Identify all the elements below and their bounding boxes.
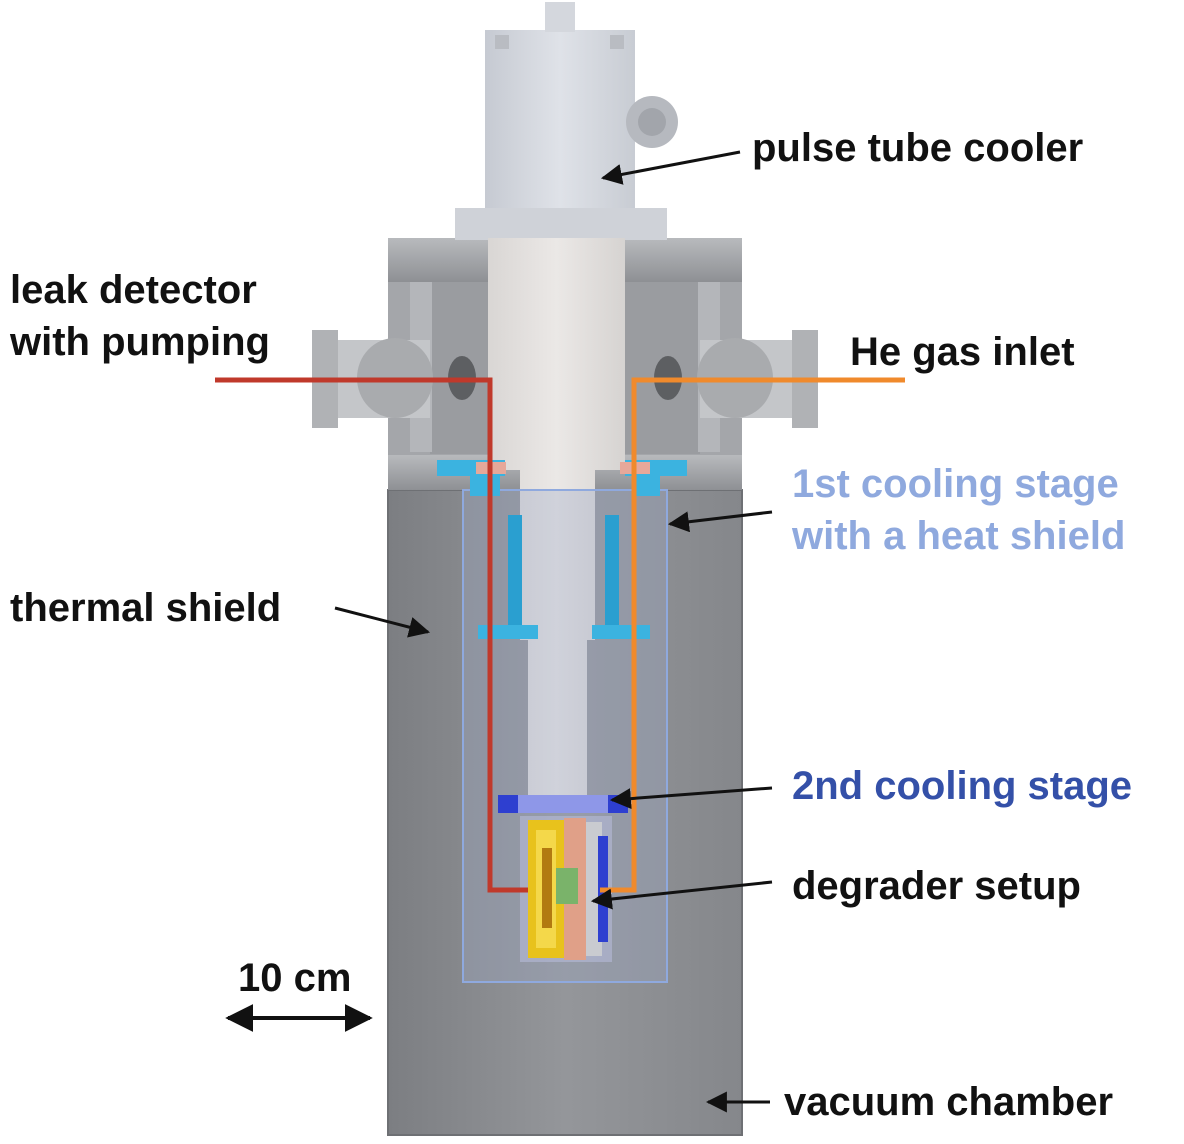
cooler-head (485, 30, 635, 210)
label-first-cooling-stage-line2: with a heat shield (792, 514, 1126, 558)
label-first-cooling-stage: 1st cooling stage with a heat shield (792, 458, 1125, 562)
label-he-gas-inlet: He gas inlet (850, 330, 1075, 374)
label-leak-detector: leak detector with pumping (10, 264, 270, 368)
arrow-thermal-shield (334, 606, 431, 638)
arrow-first-stage (667, 510, 773, 533)
leak-detector-line (215, 377, 528, 893)
label-second-cooling-stage: 2nd cooling stage (792, 764, 1133, 808)
he-gas-line (600, 377, 905, 893)
label-leak-detector-line2: with pumping (10, 320, 270, 364)
arrow-second-stage (609, 786, 773, 810)
label-vacuum-chamber: vacuum chamber (784, 1080, 1114, 1124)
degrader-assembly (520, 816, 612, 962)
label-pulse-tube-cooler: pulse tube cooler (752, 126, 1084, 170)
arrow-degrader (590, 880, 773, 910)
arrow-pulse-tube (600, 150, 741, 185)
label-first-cooling-stage-line1: 1st cooling stage (792, 462, 1119, 506)
label-thermal-shield: thermal shield (10, 586, 282, 630)
cold-head (488, 238, 625, 795)
label-degrader-setup: degrader setup (792, 864, 1081, 908)
label-scale-bar: 10 cm (238, 956, 352, 1000)
label-leak-detector-line1: leak detector (10, 268, 257, 312)
